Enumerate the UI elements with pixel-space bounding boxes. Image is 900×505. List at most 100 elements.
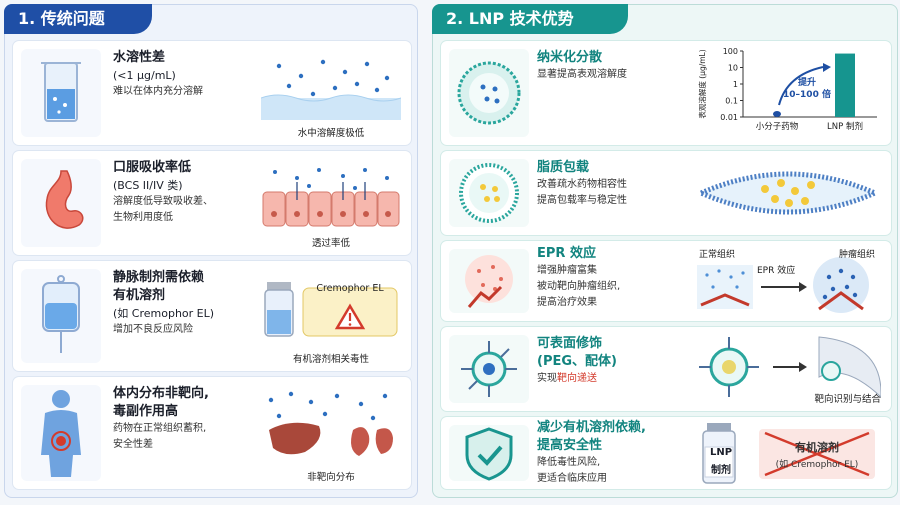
problem-desc-line1: 药物在正常组织蓄积,: [113, 423, 207, 434]
ligand-particle-icon: [449, 335, 529, 403]
advantage-title: 可表面修饰: [537, 336, 603, 351]
traditional-problems-panel: 1. 传统问题 水溶性差 (<1 μg/mL) 难以在体内充分溶解: [4, 4, 418, 498]
problem-desc: 难以在体内充分溶解: [113, 86, 203, 97]
vial-label-line1: LNP: [709, 447, 733, 458]
advantage-desc-line2: 被动靶向肿瘤组织,: [537, 281, 621, 292]
problem-row-iv-solvent: 静脉制剂需依赖 有机溶剂 (如 Cremophor EL) 增加不良反应风险 C…: [13, 261, 411, 371]
human-body-icon: [21, 385, 101, 481]
illustration-caption: 非靶向分布: [307, 472, 355, 483]
lnp-advantages-panel: 2. LNP 技术优势 纳米化分散 显著提高表观溶解度 表观溶解度 (μg/mL…: [432, 4, 898, 498]
problem-desc: 增加不良反应风险: [113, 324, 193, 335]
advantage-title-line2: 提高安全性: [537, 438, 603, 453]
chart-y-tick-label: 100: [723, 47, 738, 56]
problem-title: 水溶性差: [113, 50, 166, 65]
problem-desc-line2: 生物利用度低: [113, 212, 173, 223]
solubility-bar-chart-svg: 表观溶解度 (μg/mL) 100 10 1 0.1 0.01 小分子药物 LNP 制剂 提升1…: [697, 47, 877, 132]
epr-arrow-label: EPR 效应: [757, 266, 796, 276]
illustration-caption: 有机溶剂相关毒性: [292, 354, 369, 365]
chart-increase-arrowhead: [823, 63, 831, 72]
advantage-desc-prefix: 实现: [537, 373, 557, 384]
chart-bar-small-molecule: [773, 111, 781, 118]
advantage-title: EPR 效应: [537, 246, 596, 261]
chart-y-tick-label: 10: [728, 64, 738, 73]
problem-title: 口服吸收率低: [113, 160, 192, 175]
advantage-title: 脂质包载: [537, 160, 590, 175]
chart-category-label: 小分子药物: [756, 121, 799, 132]
advantage-desc-line1: 增强肿瘤富集: [537, 265, 597, 276]
advantage-desc-line2: 提高包载率与稳定性: [537, 195, 627, 206]
advantage-text-block: 脂质包载 改善疏水药物相容性 提高包载率与稳定性: [537, 159, 687, 209]
vial-vs-solvent-illustration: LNP 制剂 有机溶剂 (如 Cremophor EL): [695, 419, 881, 487]
problem-sub: (如 Cremophor EL): [113, 307, 215, 320]
lipid-bilayer-illustration: [694, 157, 882, 229]
problem-row-solubility: 水溶性差 (<1 μg/mL) 难以在体内充分溶解 水中溶解度极低: [13, 41, 411, 145]
advantage-desc: 实现靶向递送: [537, 371, 687, 387]
chart-y-tick-label: 0.1: [725, 97, 738, 106]
problem-desc-line2: 安全性差: [113, 439, 153, 450]
illustration-caption: 透过率低: [311, 238, 350, 249]
advantage-row-safety: 减少有机溶剂依赖, 提高安全性 降低毒性风险, 更适合临床应用 LNP 制剂 有…: [441, 417, 891, 489]
panel-header-left: 1. 传统问题: [4, 4, 152, 34]
advantage-desc-line1: 改善疏水药物相容性: [537, 179, 627, 190]
shield-check-icon: [449, 425, 529, 481]
problem-row-oral-absorption: 口服吸收率低 (BCS II/IV 类) 溶解度低导致吸收差、 生物利用度低 透…: [13, 151, 411, 255]
chart-y-axis-label: 表观溶解度 (μg/mL): [697, 49, 707, 118]
advantage-title-line2: (PEG、配体): [537, 354, 617, 369]
epr-illustration: 正常组织 EPR 效应 肿瘤组织: [695, 247, 881, 315]
crossed-solvent-label: 有机溶剂: [795, 441, 839, 454]
advantage-desc-line2: 更适合临床应用: [537, 473, 607, 484]
chart-y-tick-label: 0.01: [720, 113, 738, 122]
tumor-vessel-icon: [449, 249, 529, 313]
advantage-row-lipid-encapsulation: 脂质包载 改善疏水药物相容性 提高包载率与稳定性: [441, 151, 891, 235]
targeting-illustration: 靶向识别与结合: [695, 333, 882, 405]
advantage-desc-highlight: 靶向递送: [557, 373, 597, 384]
advantage-row-surface-modification: 可表面修饰 (PEG、配体) 实现靶向递送 靶向识别与结合: [441, 327, 891, 411]
problem-text-block: 水溶性差 (<1 μg/mL) 难以在体内充分溶解: [113, 49, 253, 100]
problem-text-block: 静脉制剂需依赖 有机溶剂 (如 Cremophor EL) 增加不良反应风险: [113, 269, 253, 338]
problem-title-line2: 毒副作用高: [113, 404, 179, 419]
organs-illustration: 非靶向分布: [261, 383, 401, 483]
panel-header-right: 2. LNP 技术优势: [432, 4, 628, 34]
problem-row-nontargeted: 体内分布非靶向, 毒副作用高 药物在正常组织蓄积, 安全性差 非靶向分布: [13, 377, 411, 489]
nanoparticle-icon: [449, 49, 529, 137]
chart-bar-lnp: [835, 53, 855, 117]
chart-y-tick-label: 1: [733, 80, 738, 89]
vial-label-line2: 制剂: [711, 465, 731, 476]
chart-annotation-line1: 提升: [798, 76, 816, 88]
iv-bag-icon: [21, 269, 101, 363]
advantage-row-epr: EPR 效应 增强肿瘤富集 被动靶向肿瘤组织, 提高治疗效果 正常组织 EPR …: [441, 241, 891, 321]
normal-tissue-label: 正常组织: [699, 250, 736, 260]
advantage-title: 减少有机溶剂依赖,: [537, 420, 646, 435]
water-dots-illustration: 水中溶解度极低: [260, 47, 402, 139]
problem-title-line2: 有机溶剂: [113, 288, 166, 303]
crossed-solvent-sub: (如 Cremophor EL): [775, 460, 859, 470]
problem-title: 静脉制剂需依赖: [113, 270, 205, 285]
lipid-nanoparticle-icon: [449, 159, 529, 227]
advantage-desc: 显著提高表观溶解度: [537, 69, 627, 80]
intestinal-cells-illustration: 透过率低: [261, 157, 401, 249]
chart-annotation-line2: 10–100 倍: [783, 88, 831, 100]
solvent-toxicity-illustration: Cremophor EL 有机溶剂相关毒性: [261, 267, 401, 365]
chart-category-label: LNP 制剂: [827, 121, 863, 132]
advantage-desc-line3: 提高治疗效果: [537, 297, 597, 308]
advantage-text-block: EPR 效应 增强肿瘤富集 被动靶向肿瘤组织, 提高治疗效果: [537, 245, 687, 311]
problem-desc-line1: 溶解度低导致吸收差、: [113, 196, 213, 207]
advantage-row-nano-dispersion: 纳米化分散 显著提高表观溶解度 表观溶解度 (μg/mL) 100 10 1 0.1 0.…: [441, 41, 891, 145]
problem-sub: (BCS II/IV 类): [113, 179, 183, 192]
tumor-tissue-label: 肿瘤组织: [838, 250, 875, 260]
chart-increase-arrow: [778, 66, 824, 106]
problem-title: 体内分布非靶向,: [113, 386, 209, 401]
illustration-caption: 水中溶解度极低: [297, 128, 365, 139]
advantage-text-block: 纳米化分散 显著提高表观溶解度: [537, 49, 687, 83]
advantage-title: 纳米化分散: [537, 50, 603, 65]
beaker-icon: [21, 49, 101, 137]
stomach-icon: [21, 159, 101, 247]
problem-text-block: 口服吸收率低 (BCS II/IV 类) 溶解度低导致吸收差、 生物利用度低: [113, 159, 253, 226]
advantage-desc-line1: 降低毒性风险,: [537, 457, 601, 468]
solvent-callout-label: Cremophor EL: [316, 283, 384, 294]
illustration-caption: 靶向识别与结合: [814, 394, 881, 405]
advantage-text-block: 可表面修饰 (PEG、配体) 实现靶向递送: [537, 335, 687, 387]
problem-text-block: 体内分布非靶向, 毒副作用高 药物在正常组织蓄积, 安全性差: [113, 385, 253, 453]
problem-sub: (<1 μg/mL): [113, 69, 176, 82]
